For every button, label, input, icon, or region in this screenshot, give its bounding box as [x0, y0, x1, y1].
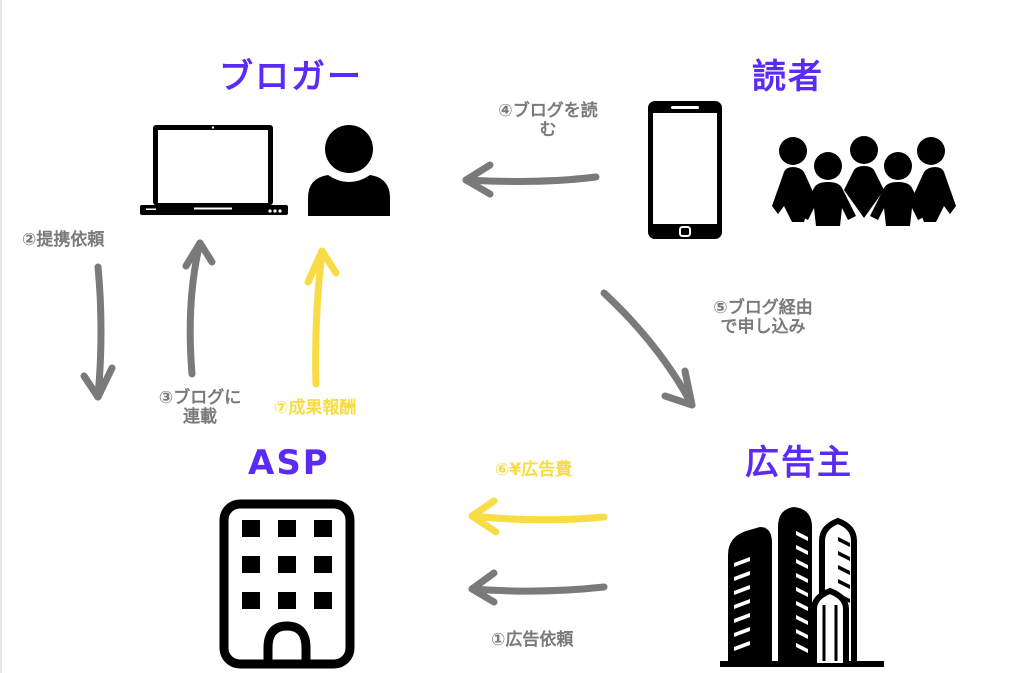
arrow-1 [468, 569, 608, 606]
person-icon [308, 125, 390, 216]
arrow-7-head [304, 247, 340, 286]
arrow-2-shaft [94, 263, 105, 401]
flow-label-5-line2: で申し込み [720, 317, 806, 337]
arrow-5-head [661, 367, 696, 409]
reader-title: 読者 [752, 57, 824, 97]
flow-label-5: ⑤ブログ経由 で申し込み [692, 299, 834, 337]
flow-label-3: ③ブログに 連載 [140, 389, 260, 427]
group-icon [772, 136, 956, 226]
arrow-4-head [462, 161, 494, 198]
asp-title: ASP [248, 443, 330, 483]
flow-label-7: ⑦成果報酬 [274, 398, 357, 418]
arrow-2 [80, 263, 116, 401]
building-icon [219, 499, 355, 669]
advertiser-title: 広告主 [745, 443, 853, 483]
blogger-title: ブロガー [219, 57, 363, 97]
arrow-6 [468, 497, 608, 536]
arrow-4 [462, 161, 600, 198]
flow-label-6: ⑥¥広告費 [495, 460, 573, 480]
arrow-5-shaft [600, 289, 696, 409]
arrow-7 [304, 247, 340, 388]
flow-label-4: ④ブログを読 む [478, 102, 618, 140]
arrow-7-shaft [312, 247, 326, 388]
arrow-5 [600, 289, 696, 409]
arrow-1-shaft [468, 583, 608, 595]
arrow-3-head [182, 239, 216, 270]
flow-label-4-line2: む [539, 120, 557, 140]
smartphone-icon [648, 101, 722, 239]
flow-label-4-line1: ④ブログを読 [498, 101, 598, 121]
arrow-3-shaft [186, 239, 204, 378]
arrow-6-shaft [468, 512, 608, 524]
flow-label-3-line2: 連載 [183, 407, 217, 427]
flow-label-1: ①広告依頼 [491, 630, 574, 650]
flow-label-2: ②提携依頼 [22, 230, 105, 250]
arrow-2-head [80, 364, 116, 401]
skyscrapers-icon [720, 507, 884, 667]
arrow-6-head [468, 497, 500, 536]
flow-label-5-line1: ⑤ブログ経由 [713, 298, 813, 318]
arrow-3 [182, 239, 216, 378]
left-border [0, 0, 2, 673]
arrow-4-shaft [462, 173, 600, 185]
arrow-1-head [468, 569, 498, 606]
flow-label-3-line1: ③ブログに [158, 388, 242, 408]
laptop-icon [140, 125, 288, 215]
